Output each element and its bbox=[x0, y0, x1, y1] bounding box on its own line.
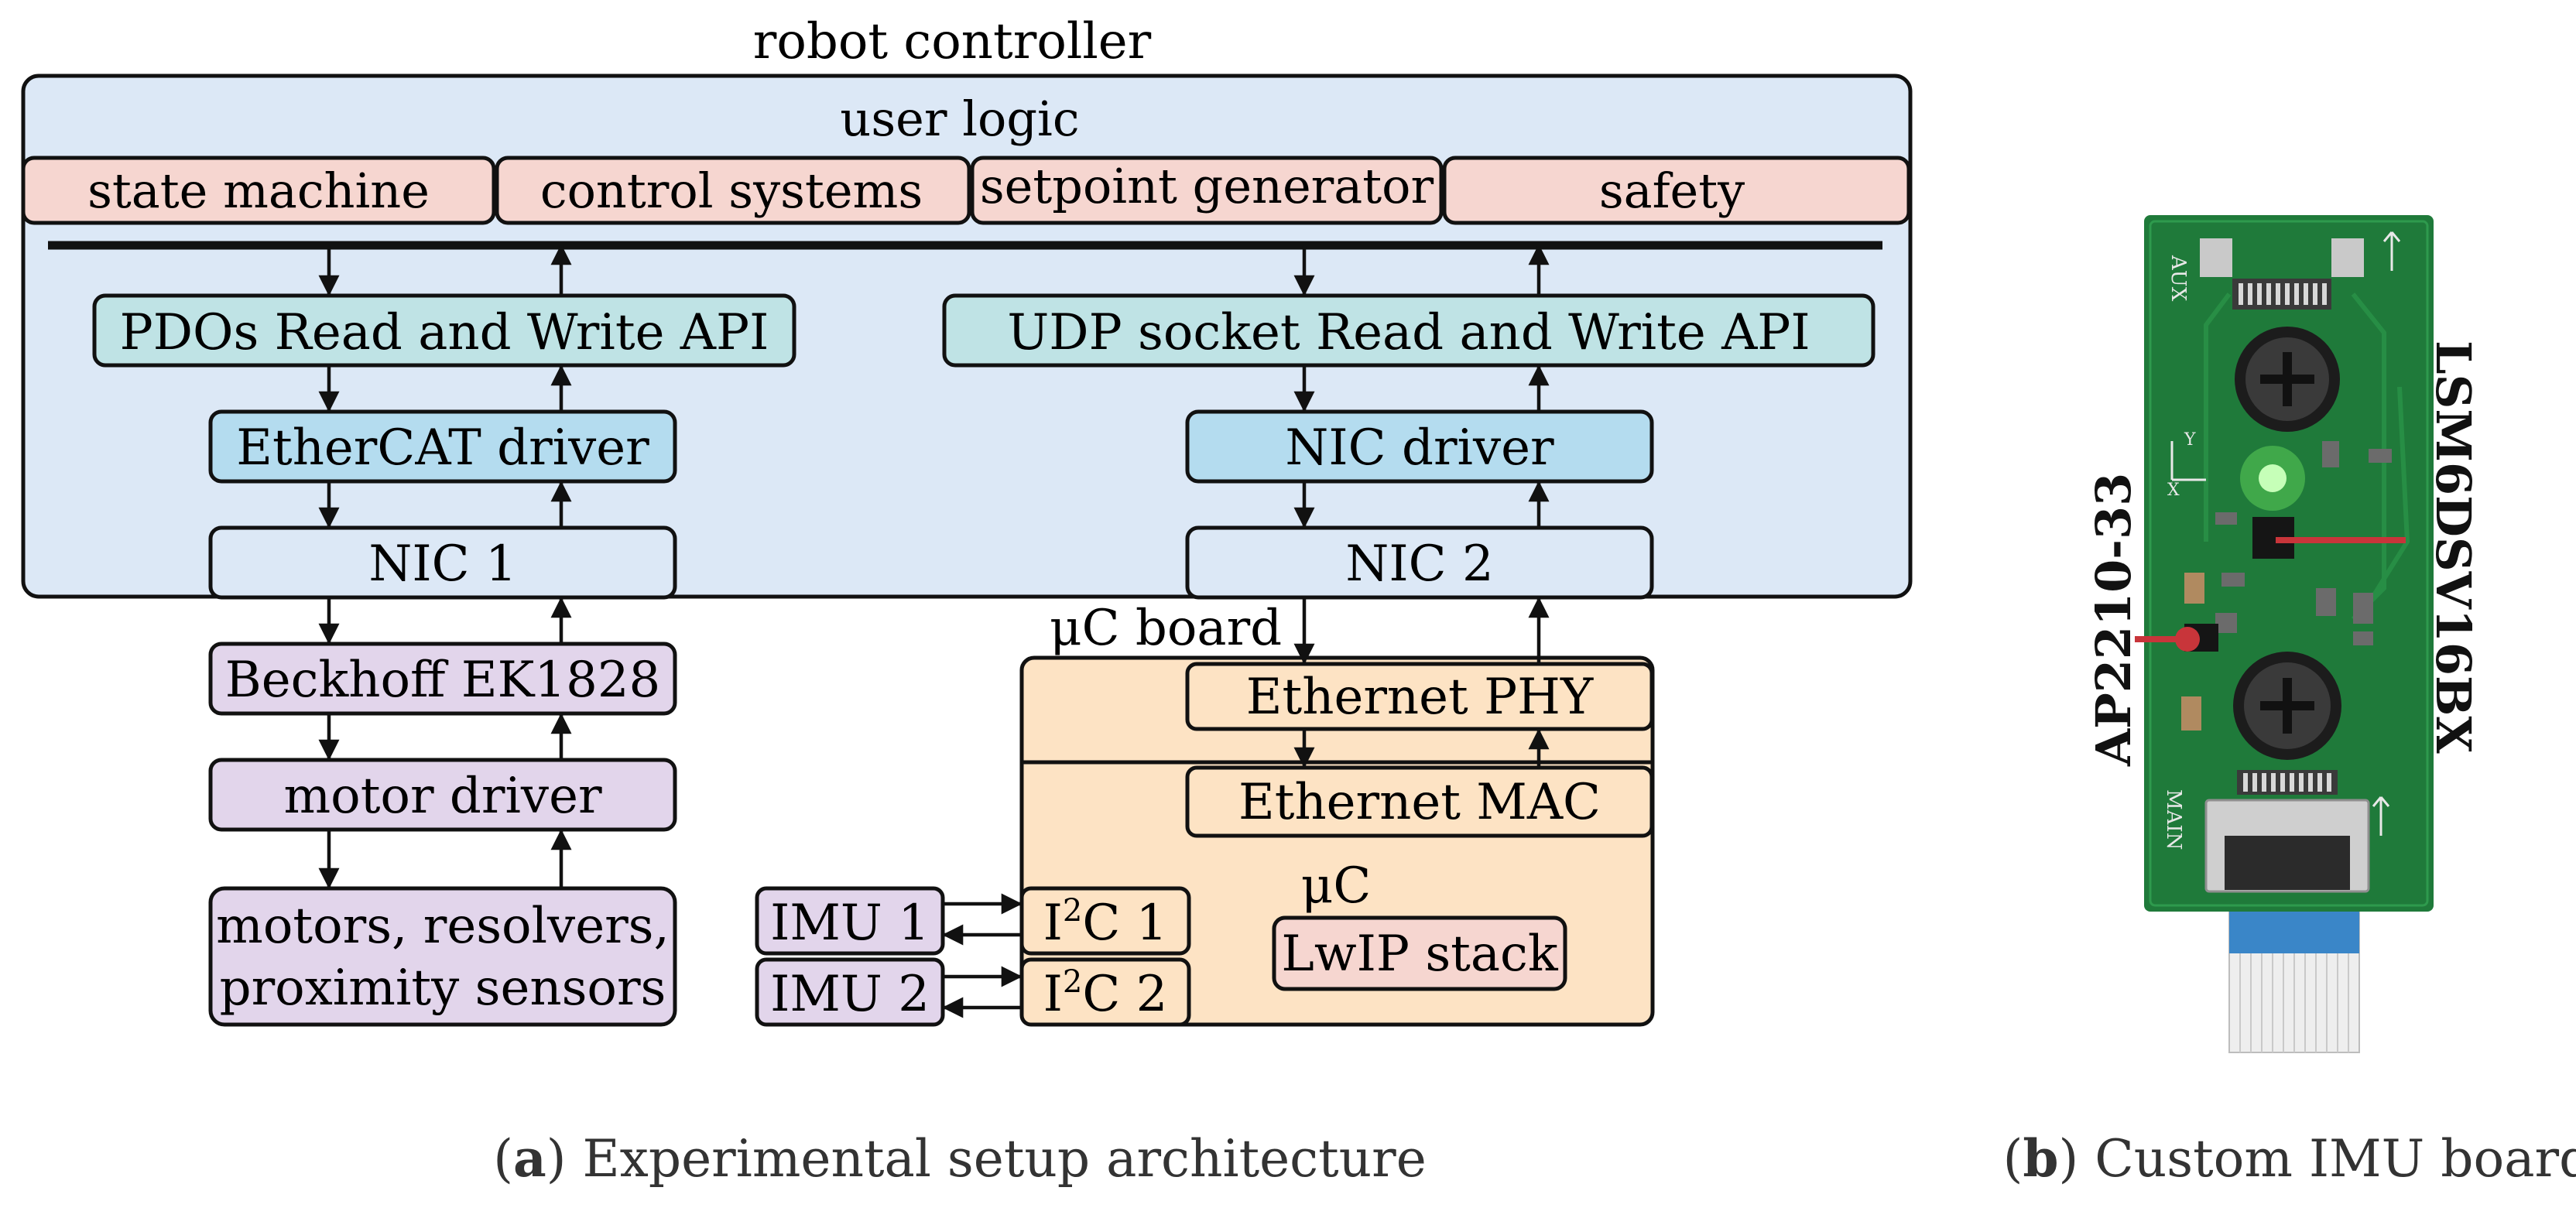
control-systems-label: control systems bbox=[540, 163, 923, 219]
setpoint-generator-box bbox=[970, 156, 1444, 225]
pcb-board bbox=[2144, 215, 2434, 912]
caption-a-letter: a bbox=[513, 1128, 546, 1189]
silk-y: Y bbox=[2184, 430, 2196, 450]
safety-box bbox=[1442, 156, 1911, 225]
nic-driver-box bbox=[1185, 409, 1654, 484]
i2c1-rest: C 1 bbox=[1082, 895, 1167, 952]
nic2-label: NIC 2 bbox=[1345, 536, 1493, 593]
i2c2-base: I bbox=[1043, 966, 1063, 1023]
architecture-diagram: robot controller user logic state machin… bbox=[21, 13, 1913, 1027]
imu1-label: IMU 1 bbox=[770, 895, 930, 952]
udp-api-box bbox=[942, 293, 1875, 368]
axis-icon bbox=[2170, 441, 2206, 481]
arrow-up-silk-bottom-icon bbox=[2372, 796, 2390, 836]
udp-api-label: UDP socket Read and Write API bbox=[1007, 304, 1810, 361]
imu1-box bbox=[755, 886, 945, 956]
i2c1-base: I bbox=[1043, 895, 1063, 952]
i2c1-label: I2C 1 bbox=[1043, 893, 1168, 952]
ethernet-mac-box bbox=[1185, 765, 1654, 838]
silk-x: X bbox=[2167, 481, 2180, 500]
i2c2-sup: 2 bbox=[1063, 964, 1082, 1000]
caption-b: (b) Custom IMU board bbox=[2003, 1128, 2576, 1189]
silk-aux: AUX bbox=[2167, 255, 2190, 302]
i2c2-rest: C 2 bbox=[1082, 966, 1167, 1023]
status-led bbox=[2259, 464, 2287, 492]
user-logic-label: user logic bbox=[840, 91, 1079, 147]
motors-box bbox=[208, 886, 677, 1027]
nic-driver-label: NIC driver bbox=[1285, 419, 1554, 477]
ethernet-phy-box bbox=[1185, 662, 1654, 731]
uc-label: μC bbox=[1301, 857, 1372, 915]
ap2210-label: AP2210-33 bbox=[2085, 473, 2142, 767]
caption-b-text: Custom IMU board bbox=[2078, 1129, 2576, 1189]
imu2-label: IMU 2 bbox=[770, 966, 930, 1023]
aux-pad-right bbox=[2331, 238, 2364, 277]
pdo-api-box bbox=[92, 293, 796, 368]
setpoint-generator-label: setpoint generator bbox=[980, 158, 1434, 214]
ethercat-driver-label: EtherCAT driver bbox=[236, 419, 649, 477]
aux-pad-left bbox=[2200, 238, 2232, 277]
i2c1-sup: 2 bbox=[1063, 893, 1082, 929]
i2c2-box bbox=[1019, 957, 1191, 1027]
safety-label: safety bbox=[1599, 163, 1745, 219]
ethernet-mac-label: Ethernet MAC bbox=[1238, 774, 1601, 831]
pcb-edge bbox=[2149, 220, 2429, 907]
caption-a: (a) Experimental setup architecture bbox=[493, 1128, 1427, 1189]
lsm6dsv16bx-label: LSM6DSV16BX bbox=[2425, 340, 2482, 754]
motors-label-line2: proximity sensors bbox=[220, 960, 666, 1017]
caption-a-text: Experimental setup architecture bbox=[566, 1129, 1426, 1189]
nic1-label: NIC 1 bbox=[368, 536, 516, 593]
control-systems-box bbox=[495, 156, 971, 225]
motor-driver-box bbox=[208, 758, 677, 832]
caption-b-letter: b bbox=[2023, 1128, 2058, 1189]
ethernet-phy-label: Ethernet PHY bbox=[1246, 669, 1594, 726]
beckhoff-label: Beckhoff EK1828 bbox=[225, 652, 661, 709]
imu-board-photo: AUX MAIN Y X bbox=[2085, 215, 2482, 1053]
user-logic-modules: state machine control systems setpoint g… bbox=[21, 156, 1911, 225]
beckhoff-box bbox=[208, 642, 677, 716]
i2c1-box bbox=[1019, 886, 1191, 956]
state-machine-box bbox=[21, 156, 496, 225]
motor-driver-label: motor driver bbox=[283, 768, 601, 825]
uc-board-label: μC board bbox=[1050, 600, 1282, 657]
nic1-box bbox=[208, 525, 677, 600]
lwip-box bbox=[1272, 915, 1567, 991]
nic2-box bbox=[1185, 525, 1654, 600]
motors-label-line1: motors, resolvers, bbox=[216, 898, 670, 955]
lwip-label: LwIP stack bbox=[1281, 926, 1559, 983]
main-connector-pins bbox=[2237, 770, 2338, 795]
robot-controller-title: robot controller bbox=[753, 13, 1152, 70]
silk-main: MAIN bbox=[2162, 789, 2185, 850]
connection-arrows bbox=[318, 244, 1550, 1018]
i2c2-label: I2C 2 bbox=[1043, 964, 1168, 1023]
arrow-up-silk-top-icon bbox=[2382, 231, 2401, 271]
state-machine-label: state machine bbox=[87, 163, 430, 219]
ethercat-driver-box bbox=[208, 409, 677, 484]
pdo-api-label: PDOs Read and Write API bbox=[120, 304, 769, 361]
imu2-box bbox=[755, 957, 945, 1027]
